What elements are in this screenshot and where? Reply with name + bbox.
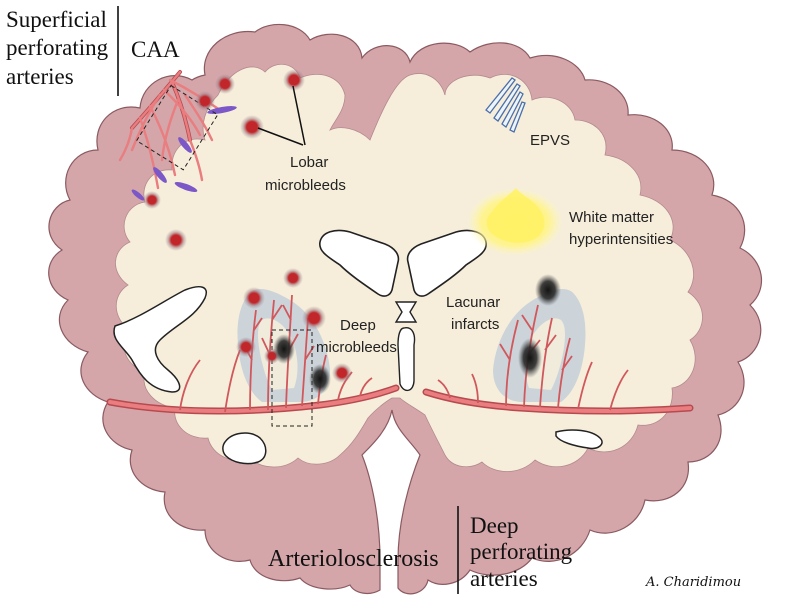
left-lower-cavity [222, 432, 267, 465]
label-lacunar-2: infarcts [451, 316, 499, 333]
lacunar-infarcts [273, 274, 561, 394]
cortical-inset-box [135, 84, 219, 171]
label-deep-perforating-2: perforating [470, 539, 573, 564]
label-deep-mb-2: microbleeds [316, 339, 397, 356]
label-deep-mb-1: Deep [340, 317, 376, 334]
label-lacunar-1: Lacunar [446, 294, 500, 311]
superficial-arteries [118, 70, 222, 190]
label-caa: CAA [131, 37, 180, 62]
third-ventricle [397, 327, 416, 391]
amyloid-deposits [131, 106, 237, 201]
label-lobar-2: microbleeds [265, 177, 346, 194]
epvs-icon [485, 77, 526, 133]
wmh-lesion-core [486, 188, 545, 243]
label-epvs: EPVS [530, 132, 570, 149]
label-white-matter-1: White matter [569, 209, 654, 226]
label-superficial-1: Superficial [6, 7, 107, 32]
author-signature: A. Charidimou [645, 575, 741, 590]
label-arteriolosclerosis: Arteriolosclerosis [268, 546, 439, 572]
lobar-pointer-lines [257, 85, 306, 146]
label-deep-perforating-3: arteries [470, 566, 538, 591]
label-superficial-3: arteries [6, 64, 74, 89]
left-ventricle [319, 229, 400, 297]
label-lobar-1: Lobar [290, 154, 328, 171]
left-temporal-cavity [113, 285, 207, 393]
deep-microbleeds [236, 268, 352, 383]
third-ventricle-top [394, 301, 418, 323]
label-superficial-2: perforating [6, 35, 109, 60]
label-deep-perforating-1: Deep [470, 513, 519, 538]
right-ventricle [406, 229, 487, 297]
lobar-microbleeds [143, 69, 305, 251]
right-lower-cavity [555, 429, 603, 450]
label-white-matter-2: hyperintensities [569, 231, 673, 248]
